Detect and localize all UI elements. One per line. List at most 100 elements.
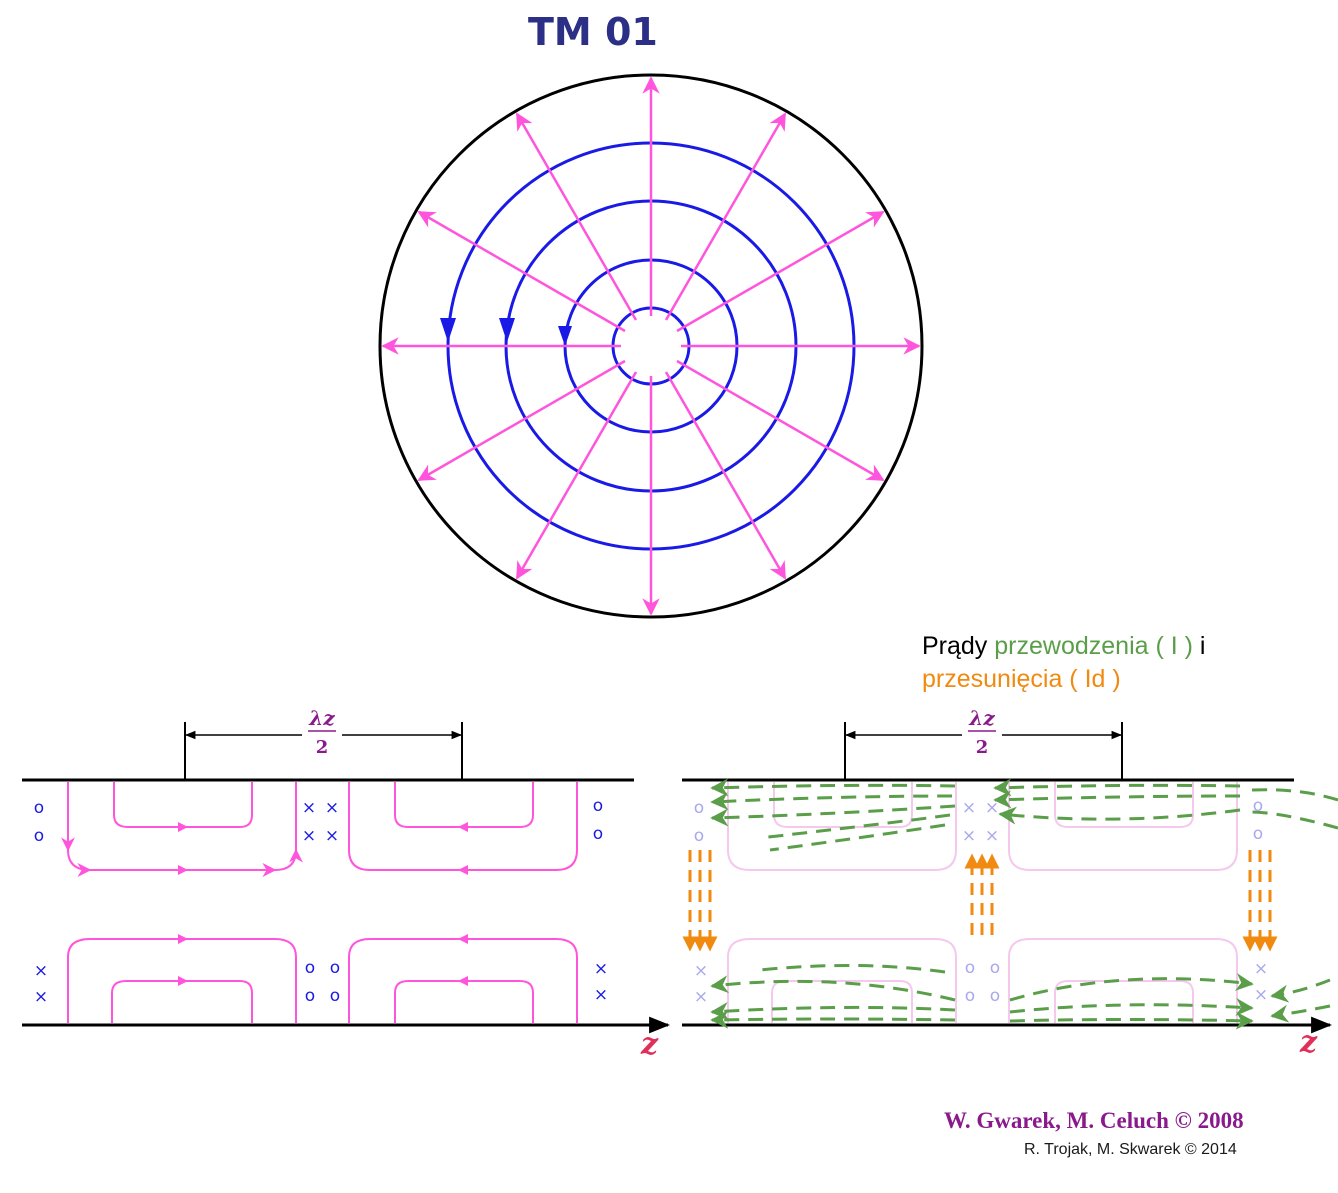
- i-current: [1009, 998, 1254, 1017]
- e-loop-inner: [111, 980, 253, 1023]
- e-field-radial-arrow: [417, 359, 626, 482]
- h-dot-symbol: o: [593, 824, 603, 844]
- e-field-radial-arrow: [515, 371, 638, 580]
- h-cross-symbol: ×: [1254, 985, 1268, 1005]
- i-current: [710, 975, 956, 1002]
- h-dot-symbol: o: [330, 958, 340, 978]
- e-arrow: [178, 934, 188, 944]
- e-arrow: [178, 976, 188, 986]
- conduction-currents: [710, 778, 1338, 1030]
- h-cross-symbol: ×: [34, 961, 48, 981]
- h-dot-symbol: o: [1253, 796, 1263, 816]
- e-arrow: [178, 822, 188, 832]
- e-arrow: [458, 822, 468, 832]
- e-loop-faded: [1008, 938, 1238, 1023]
- h-dot-symbol: o: [330, 986, 340, 1006]
- i-current: [710, 804, 956, 827]
- e-field-radial-arrow: [664, 112, 787, 321]
- legend-conj: i: [1199, 632, 1206, 660]
- e-arrow: [458, 976, 468, 986]
- e-loop-faded: [1054, 782, 1194, 828]
- waveguide-wall: [378, 73, 924, 619]
- faded-h-symbols: o o × × × × o o × × o o o o × ×: [694, 796, 1268, 1007]
- i-current: [1249, 810, 1338, 830]
- i-current: [993, 778, 1241, 797]
- i-current: [710, 778, 956, 797]
- h-dot-symbol: o: [34, 798, 44, 818]
- dim-label-two: 2: [316, 737, 329, 758]
- i-current: [1251, 788, 1338, 802]
- h-cross-symbol: ×: [325, 826, 339, 846]
- e-loop-inner: [394, 980, 534, 1023]
- e-field-radial-arrow: [515, 112, 638, 321]
- legend-word: Prądy: [922, 632, 988, 660]
- e-loop-inner: [394, 782, 534, 828]
- dim-label-lambda: λz: [308, 706, 335, 730]
- e-loop-faded: [1054, 980, 1194, 1023]
- h-cross-symbol: ×: [594, 959, 608, 979]
- h-dot-symbol: o: [694, 798, 704, 818]
- longitudinal-view-left: λz 2 z o o × × ×: [22, 706, 671, 1062]
- h-dot-symbol: o: [990, 958, 1000, 978]
- h-field-symbols: o o × × × × o o × × o o o o × ×: [34, 796, 608, 1007]
- dim-label-lambda: λz: [968, 706, 995, 730]
- h-cross-symbol: ×: [34, 987, 48, 1007]
- i-current: [993, 790, 1241, 809]
- h-cross-symbol: ×: [985, 826, 999, 846]
- h-cross-symbol: ×: [325, 798, 339, 818]
- electric-field-radial-arrows: [381, 76, 921, 616]
- h-dot-symbol: o: [34, 826, 44, 846]
- e-field-radial-arrow: [676, 359, 885, 482]
- h-dot-symbol: o: [1253, 824, 1263, 844]
- h-cross-symbol: ×: [985, 798, 999, 818]
- h-ring-1: [611, 306, 691, 386]
- h-cross-symbol: ×: [302, 826, 316, 846]
- e-loop-inner: [113, 782, 253, 828]
- i-current: [1270, 1004, 1331, 1023]
- h-dot-symbol: o: [305, 958, 315, 978]
- h-cross-symbol: ×: [962, 826, 976, 846]
- z-axis-label: z: [1299, 1025, 1318, 1060]
- h-dot-symbol: o: [965, 986, 975, 1006]
- h-dot-symbol: o: [965, 958, 975, 978]
- i-current: [1009, 973, 1254, 1002]
- diagram-title: TM 01: [528, 10, 658, 54]
- h-cross-symbol: ×: [1254, 959, 1268, 979]
- author-credit: W. Gwarek, M. Celuch © 2008: [944, 1108, 1244, 1133]
- e-arrow: [178, 865, 188, 875]
- e-field-radial-arrow: [676, 210, 885, 333]
- waveguide-cross-section: [378, 73, 924, 619]
- dim-label-two: 2: [976, 737, 989, 758]
- author-credit-secondary: R. Trojak, M. Skwarek © 2014: [1024, 1141, 1237, 1158]
- i-current: [759, 813, 951, 840]
- e-arrow: [458, 865, 468, 875]
- e-arrow: [458, 934, 468, 944]
- e-loop-faded: [1008, 782, 1238, 871]
- i-current: [710, 1002, 956, 1020]
- e-loop-faded: [773, 782, 913, 828]
- h-dot-symbol: o: [990, 986, 1000, 1006]
- longitudinal-view-right: λz 2 z: [682, 706, 1338, 1060]
- i-current: [1270, 978, 1331, 1003]
- i-current: [710, 1010, 956, 1029]
- faded-electric-field-loops: [727, 782, 1238, 1023]
- h-cross-symbol: ×: [694, 961, 708, 981]
- h-arrow-2: [499, 318, 515, 342]
- e-loop-faded: [771, 980, 913, 1023]
- h-cross-symbol: ×: [594, 985, 608, 1005]
- i-current: [1009, 1011, 1254, 1030]
- e-field-radial-arrow: [664, 371, 787, 580]
- i-current: [998, 806, 1241, 825]
- legend-displacement: przesunięcia ( Id ): [922, 665, 1121, 693]
- i-current: [759, 963, 946, 974]
- displacement-currents: [682, 850, 1278, 952]
- h-dot-symbol: o: [694, 826, 704, 846]
- e-field-radial-arrow: [417, 210, 626, 333]
- e-loop-arrows: [178, 822, 468, 986]
- i-current: [769, 823, 946, 852]
- h-arrow-3: [558, 326, 572, 346]
- h-cross-symbol: ×: [962, 798, 976, 818]
- h-cross-symbol: ×: [302, 798, 316, 818]
- current-legend: Prądy przewodzenia ( I ) i przesunięcia …: [922, 630, 1205, 696]
